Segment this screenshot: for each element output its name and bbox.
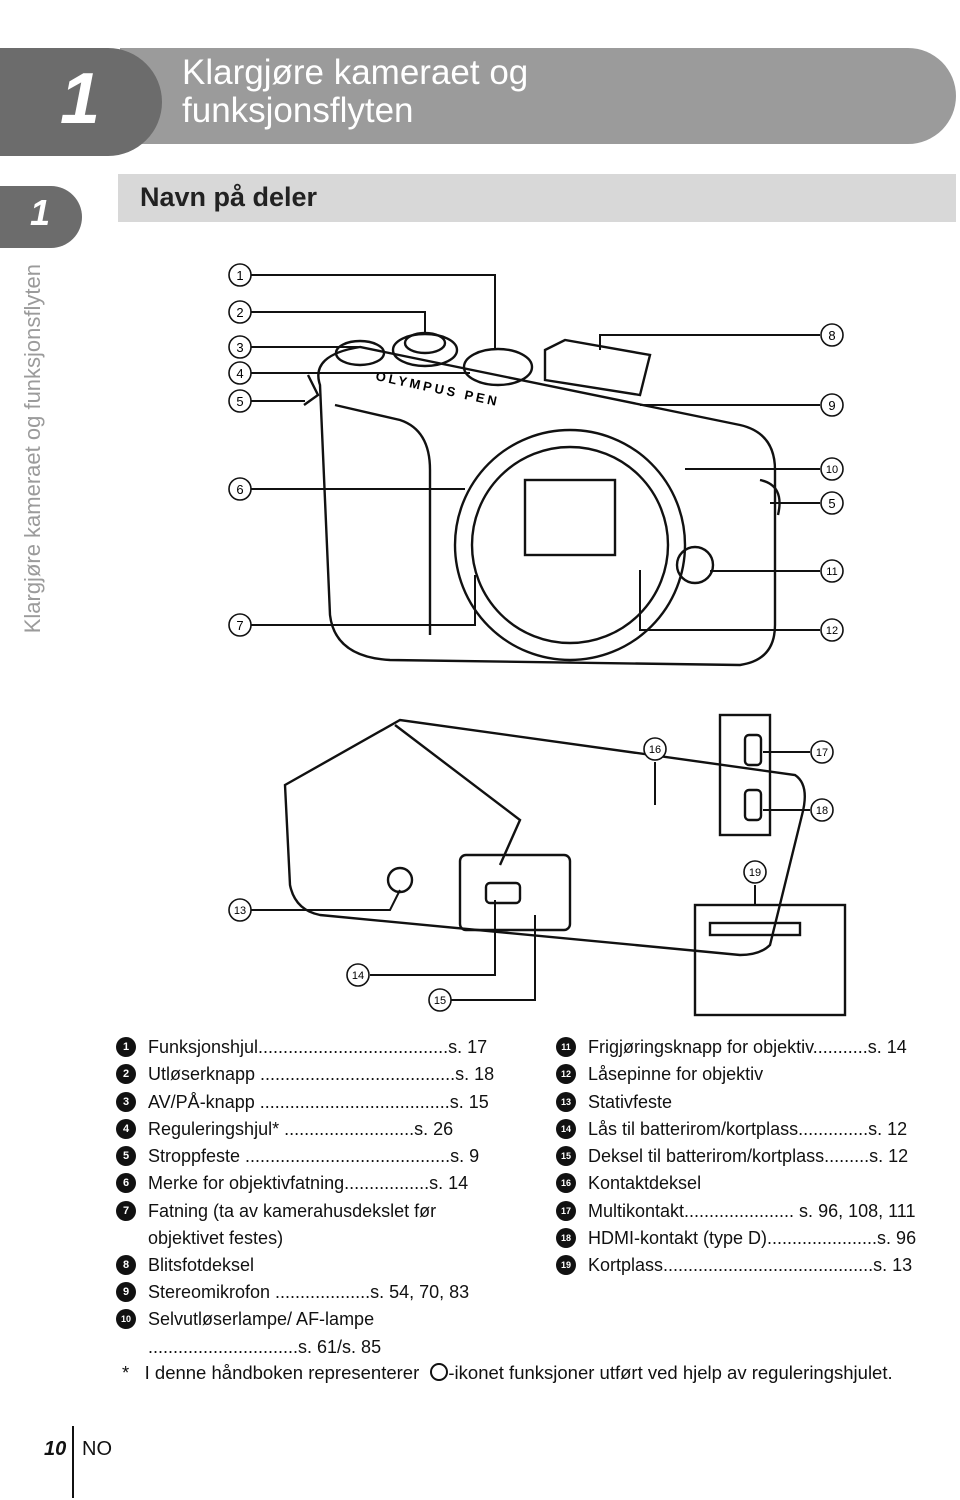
side-tab-label: Klargjøre kameraet og funksjonsflyten bbox=[20, 264, 45, 634]
control-dial-icon bbox=[430, 1363, 449, 1381]
callout-16: 16 bbox=[649, 744, 661, 756]
footnote: * I denne håndboken representerer -ikone… bbox=[122, 1362, 893, 1384]
card-slot-shape bbox=[708, 921, 802, 937]
hdmi-connector-shape bbox=[743, 788, 763, 822]
callout-7: 7 bbox=[236, 618, 243, 633]
callout-4: 4 bbox=[236, 366, 243, 381]
page-language: NO bbox=[82, 1438, 112, 1460]
leader-lines bbox=[250, 274, 820, 1001]
callout-12: 12 bbox=[826, 625, 838, 637]
strap-lug-right bbox=[759, 478, 781, 516]
hotshoe-cover-shape bbox=[543, 338, 652, 397]
chapter-header-band bbox=[120, 48, 956, 144]
callout-1: 1 bbox=[236, 268, 243, 283]
chapter-number: 1 bbox=[60, 59, 101, 139]
callout-5b: 5 bbox=[828, 496, 835, 511]
connector-inset bbox=[718, 713, 772, 837]
battery-lock-shape bbox=[484, 881, 522, 905]
camera-brand: OLYMPUS PEN bbox=[374, 368, 501, 409]
multi-connector-shape bbox=[743, 733, 763, 767]
callout-18: 18 bbox=[816, 805, 828, 817]
side-tab bbox=[0, 186, 82, 248]
callout-11: 11 bbox=[826, 566, 837, 578]
lens-release-shape bbox=[675, 545, 715, 585]
lens-mount-outer bbox=[453, 428, 687, 662]
footnote-star: * bbox=[122, 1362, 130, 1383]
callout-14: 14 bbox=[352, 970, 364, 982]
camera-parts-diagram: OLYMPUS PEN 1 2 3 4 5 6 7 8 9 10 5 11 bbox=[228, 263, 847, 1017]
callout-6: 6 bbox=[236, 482, 243, 497]
callout-markers: 1 2 3 4 5 6 7 8 9 10 5 11 12 16 17 18 19… bbox=[228, 263, 844, 1012]
callout-17: 17 bbox=[816, 747, 828, 759]
camera-body-outline bbox=[317, 345, 777, 667]
callout-13: 13 bbox=[234, 905, 246, 917]
chapter-title: Klargjøre kameraet og funksjonsflyten bbox=[182, 53, 529, 130]
side-tab-number: 1 bbox=[30, 192, 51, 233]
battery-door-shape bbox=[458, 853, 572, 932]
section-title-bar bbox=[118, 174, 956, 222]
camera-bottom-outline bbox=[283, 718, 806, 957]
callout-19: 19 bbox=[749, 867, 761, 879]
power-button-shape bbox=[334, 339, 386, 367]
page-footer-rule bbox=[72, 1426, 74, 1498]
shutter-button-shape bbox=[403, 331, 447, 355]
grip-outline bbox=[334, 403, 432, 635]
lens-mount-inner bbox=[470, 445, 670, 645]
sensor bbox=[523, 478, 617, 557]
monitor-outline bbox=[394, 724, 522, 866]
callout-8: 8 bbox=[828, 328, 835, 343]
callout-15: 15 bbox=[434, 995, 446, 1007]
callout-5: 5 bbox=[236, 394, 243, 409]
control-dial-shape bbox=[462, 347, 534, 387]
callout-9: 9 bbox=[828, 398, 835, 413]
strap-lug-left bbox=[303, 374, 320, 406]
callout-10: 10 bbox=[826, 464, 838, 476]
chapter-number-box bbox=[0, 48, 162, 156]
callout-3: 3 bbox=[236, 340, 243, 355]
page-number: 10 bbox=[44, 1438, 67, 1460]
callout-2: 2 bbox=[236, 305, 243, 320]
section-title: Navn på deler bbox=[140, 182, 318, 212]
footnote-before: I denne håndboken representerer bbox=[144, 1362, 420, 1383]
footnote-after: -ikonet funksjoner utført ved hjelp av r… bbox=[448, 1362, 893, 1383]
card-slot-inset bbox=[693, 903, 847, 1017]
tripod-socket-shape bbox=[386, 866, 414, 894]
